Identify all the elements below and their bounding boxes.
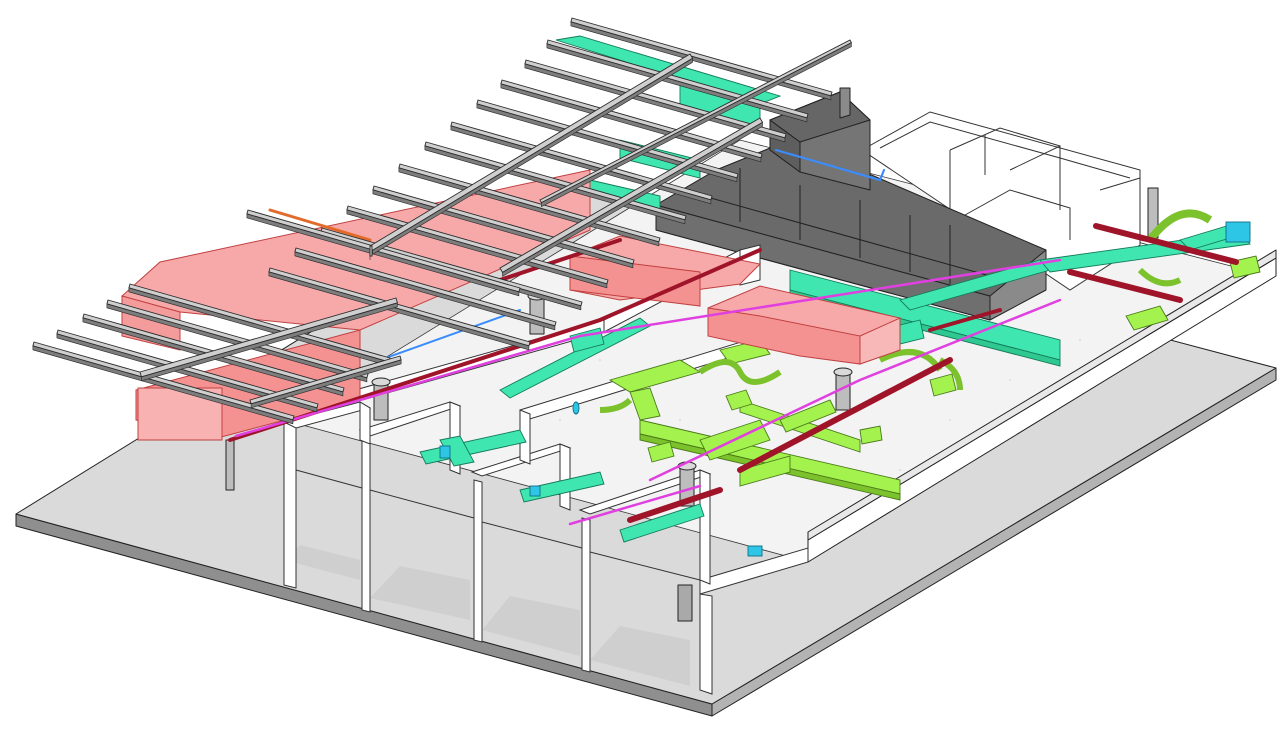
beam-upper-14: [246, 209, 521, 293]
upper-right-rooms: [861, 111, 1141, 291]
beam-upper-3: [524, 59, 787, 139]
beam-upper-1: [570, 17, 833, 97]
girder-2: [499, 117, 764, 273]
girder-4: [139, 297, 398, 378]
chilled-pipe-main: [228, 248, 762, 442]
floor-shadow-1: [284, 545, 360, 580]
beam-lower-2: [106, 299, 369, 379]
beam-upper-12: [294, 247, 557, 327]
girder-5: [249, 355, 402, 405]
girder-3: [539, 39, 852, 204]
magenta-pipe: [234, 258, 1062, 438]
beam-upper-6: [450, 121, 713, 201]
floor-shadow-4: [590, 626, 690, 686]
cyan-equipment: [439, 221, 1251, 557]
mechanical-core: [655, 87, 1047, 321]
piping: [228, 148, 1239, 526]
floor-shadow-3: [482, 596, 580, 656]
floor-shadow-2: [370, 566, 470, 620]
post-1: [369, 245, 373, 257]
beam-upper-4: [500, 79, 763, 159]
beam-lower-4: [56, 329, 319, 409]
ahu-2-front: [569, 255, 701, 307]
beam-lower-5: [32, 341, 295, 421]
steel-beams: [32, 17, 852, 425]
blue-pipe: [774, 148, 886, 182]
beam-upper-13: [268, 267, 531, 347]
